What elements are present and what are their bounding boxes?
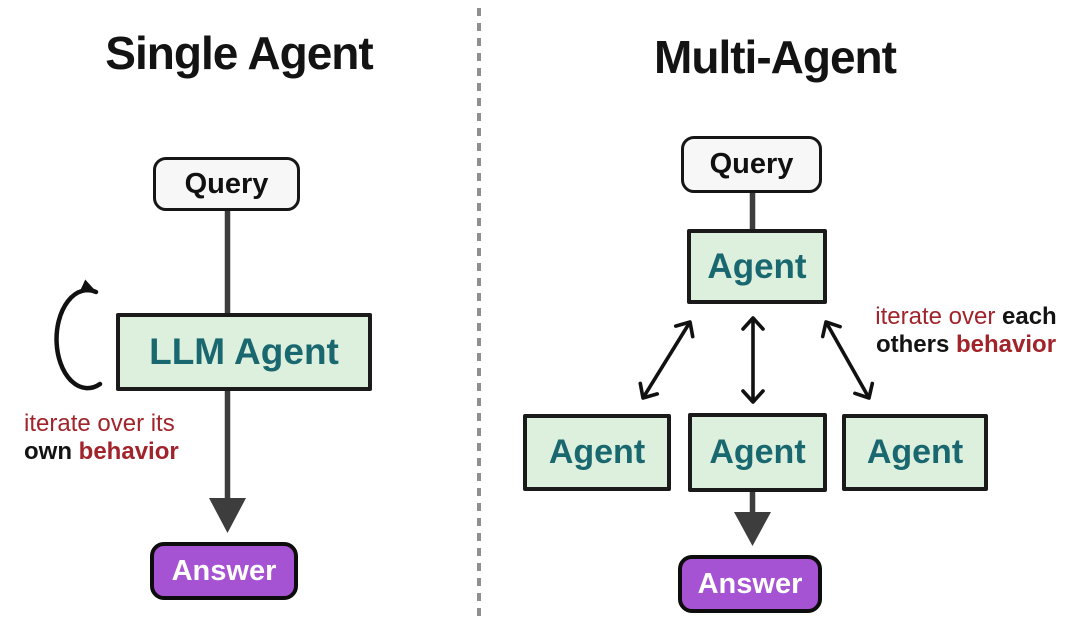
multi-answer-box: Answer: [678, 555, 822, 613]
annotation-text-red: iterate over: [875, 303, 996, 330]
single-agent-title: Single Agent: [105, 27, 373, 79]
multi-query-label: Query: [709, 148, 794, 180]
multi-query-box: Query: [681, 136, 822, 193]
down-arrowhead-icon: [209, 498, 246, 533]
agent-to-answer-arrow: [734, 490, 771, 546]
annotation-text-red-bold: behavior: [78, 438, 179, 465]
bidirectional-arrow-left-icon: [638, 320, 695, 400]
annotation-text-red-bold: behavior: [956, 331, 1057, 358]
single-answer-label: Answer: [171, 554, 277, 587]
coordinator-agent-label: Agent: [707, 246, 807, 286]
multi-agent-annotation: iterate over each others behavior: [866, 303, 1066, 359]
coordinator-agent-box: Agent: [687, 229, 827, 304]
annotation-text-black: each: [1002, 303, 1057, 330]
worker-agent-label: Agent: [548, 433, 646, 471]
multi-answer-label: Answer: [697, 567, 803, 600]
single-agent-annotation: iterate over its own behavior: [24, 410, 274, 466]
multi-agent-title: Multi-Agent: [654, 31, 897, 83]
bidirectional-arrow-right-icon: [820, 320, 875, 400]
worker-agent-label: Agent: [709, 433, 806, 471]
annotation-text-black: own: [24, 438, 72, 465]
single-query-box: Query: [153, 157, 300, 211]
worker-agent-box-2: Agent: [688, 413, 827, 492]
single-query-label: Query: [184, 167, 269, 200]
single-answer-box: Answer: [150, 542, 298, 600]
llm-agent-box: LLM Agent: [116, 313, 372, 391]
worker-agent-box-1: Agent: [523, 414, 671, 491]
worker-agent-label: Agent: [866, 433, 964, 471]
self-loop-arrow-icon: [54, 279, 103, 391]
worker-agent-box-3: Agent: [842, 414, 988, 491]
annotation-text-red: iterate over its: [24, 410, 175, 437]
panel-divider: [477, 8, 481, 620]
llm-agent-label: LLM Agent: [149, 331, 339, 372]
annotation-text-black: others: [875, 331, 950, 358]
down-arrowhead-icon: [734, 512, 771, 546]
